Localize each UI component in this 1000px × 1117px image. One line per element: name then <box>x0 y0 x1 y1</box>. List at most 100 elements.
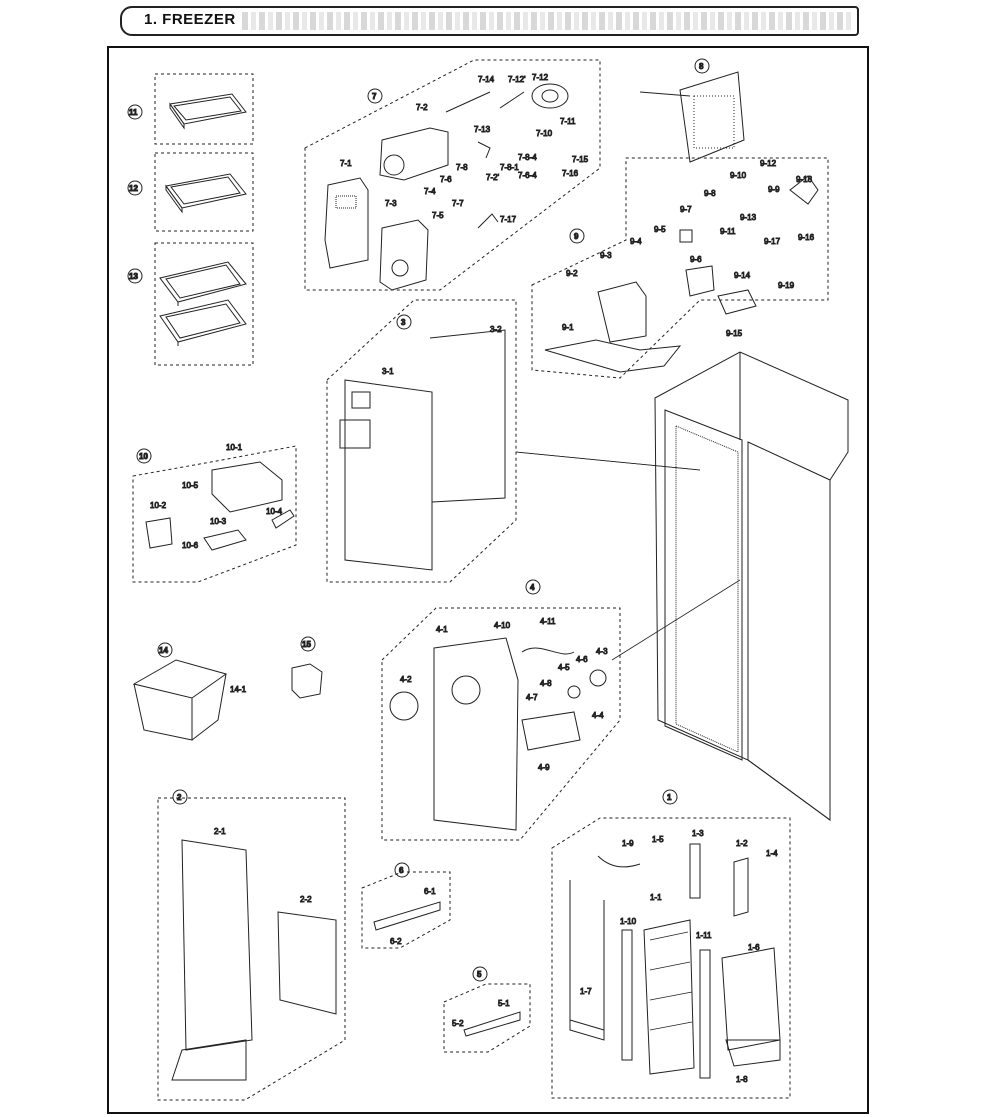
part-9-4-label: 9-4 <box>630 237 642 246</box>
part-7-3-label: 7-3 <box>385 199 397 208</box>
part-7-10-label: 7-10 <box>536 129 553 138</box>
part-4-9-label: 4-9 <box>538 763 550 772</box>
part-1-8-label: 1-8 <box>736 1075 748 1084</box>
part-7-7-label: 7-7 <box>452 199 464 208</box>
part-9-13-label: 9-13 <box>740 213 757 222</box>
section-title: 1. FREEZER <box>144 11 236 28</box>
part-4-10-label: 4-10 <box>494 621 511 630</box>
part-9-10-label: 9-10 <box>730 171 747 180</box>
group-11-shelf: 11 <box>127 73 254 145</box>
diagram-frame <box>107 46 869 1114</box>
part-1-10-label: 1-10 <box>620 917 637 926</box>
group-1-evaporator: 1 1-1 1-2 1-3 1-4 1-5 1-6 1-7 1-8 1-9 1-… <box>551 789 791 1099</box>
part-3-1-label: 3-1 <box>382 367 394 376</box>
part-9-6-label: 9-6 <box>690 255 702 264</box>
group-13-label: 13 <box>129 272 138 281</box>
group-9-fan-housing: 9 9-1 9-2 9-3 9-4 9-5 9-6 9-7 9-8 9-9 9-… <box>531 157 829 379</box>
part-5-2-label: 5-2 <box>452 1019 464 1028</box>
part-9-19-label: 9-19 <box>778 281 795 290</box>
group-2-duct: 2 2-1 2-2 <box>157 789 346 1101</box>
part-14-1-label: 14-1 <box>230 685 247 694</box>
part-1-6-label: 1-6 <box>748 943 760 952</box>
part-9-14-label: 9-14 <box>734 271 751 280</box>
group-14-bin: 14 14-1 <box>132 642 247 741</box>
part-4-2-label: 4-2 <box>400 675 412 684</box>
part-7-11-label: 7-11 <box>560 117 576 126</box>
part-7-13-label: 7-13 <box>474 125 491 134</box>
group-7-label: 7 <box>372 92 377 101</box>
part-9-16-label: 9-16 <box>798 233 815 242</box>
part-7-5-label: 7-5 <box>432 211 444 220</box>
part-10-4-label: 10-4 <box>266 507 283 516</box>
group-5-label: 5 <box>477 970 482 979</box>
part-7-14-label: 7-14 <box>478 75 495 84</box>
group-4-evaporator-cover: 4 4-1 4-2 4-3 4-4 4-5 4-6 4-7 4-8 4-9 4-… <box>381 579 621 841</box>
part-7-6-label: 7-6 <box>440 175 452 184</box>
group-8-panel: 8 <box>639 58 745 163</box>
refrigerator-cabinet <box>515 351 849 821</box>
part-5-1-label: 5-1 <box>498 999 510 1008</box>
part-7-8-label: 7-8 <box>456 163 468 172</box>
part-4-8-label: 4-8 <box>540 679 552 688</box>
section-header: 1. FREEZER <box>120 6 859 36</box>
part-2-1-label: 2-1 <box>214 827 226 836</box>
part-1-9-label: 1-9 <box>622 839 634 848</box>
part-9-3-label: 9-3 <box>600 251 612 260</box>
group-5-part: 5 5-1 5-2 <box>443 966 531 1053</box>
group-15-label: 15 <box>302 640 311 649</box>
part-9-12-label: 9-12 <box>760 159 777 168</box>
part-7-15-label: 7-15 <box>572 155 589 164</box>
part-10-6-label: 10-6 <box>182 541 199 550</box>
part-2-2-label: 2-2 <box>300 895 312 904</box>
group-14-label: 14 <box>159 646 168 655</box>
part-9-5-label: 9-5 <box>654 225 666 234</box>
group-2-label: 2 <box>177 793 182 802</box>
group-3-control-box: 3 3-1 3-2 <box>326 299 701 583</box>
part-7-12-label: 7-12 <box>532 73 549 82</box>
part-7-8-1-label: 7-8-1 <box>500 163 519 172</box>
part-7-4-label: 7-4 <box>424 187 436 196</box>
part-4-7-label: 4-7 <box>526 693 538 702</box>
part-4-3-label: 4-3 <box>596 647 608 656</box>
part-1-7-label: 1-7 <box>580 987 592 996</box>
group-15-part: 15 <box>291 636 323 699</box>
header-shading <box>242 12 851 30</box>
part-9-7-label: 9-7 <box>680 205 692 214</box>
part-4-4-label: 4-4 <box>592 711 604 720</box>
part-9-17-label: 9-17 <box>764 237 781 246</box>
part-7-6-4-label: 7-6-4 <box>518 171 537 180</box>
part-7-2-label: 7-2 <box>416 103 428 112</box>
part-4-5-label: 4-5 <box>558 663 570 672</box>
part-7-2b-label: 7-2' <box>486 173 500 182</box>
part-9-9-label: 9-9 <box>768 185 780 194</box>
part-1-11-label: 1-11 <box>696 931 712 940</box>
part-1-3-label: 1-3 <box>692 829 704 838</box>
part-1-5-label: 1-5 <box>652 835 664 844</box>
part-1-2-label: 1-2 <box>736 839 748 848</box>
group-12-shelf: 12 <box>127 152 254 232</box>
part-4-1-label: 4-1 <box>436 625 448 634</box>
group-3-label: 3 <box>401 318 406 327</box>
part-1-4-label: 1-4 <box>766 849 778 858</box>
part-10-2-label: 10-2 <box>150 501 167 510</box>
group-11-label: 11 <box>129 108 138 117</box>
part-7-8-4-label: 7-8-4 <box>518 153 537 162</box>
group-10-label: 10 <box>139 452 148 461</box>
part-1-1-label: 1-1 <box>650 893 662 902</box>
part-6-1-label: 6-1 <box>424 887 436 896</box>
group-9-label: 9 <box>574 232 579 241</box>
part-6-2-label: 6-2 <box>390 937 402 946</box>
part-9-15-label: 9-15 <box>726 329 743 338</box>
part-9-11-label: 9-11 <box>720 227 736 236</box>
part-10-3-label: 10-3 <box>210 517 227 526</box>
part-9-8-label: 9-8 <box>704 189 716 198</box>
group-10-assembly: 10 10-1 10-2 10-3 10-4 10-5 10-6 <box>132 443 297 583</box>
group-1-label: 1 <box>667 793 672 802</box>
group-6-label: 6 <box>399 866 404 875</box>
part-9-2-label: 9-2 <box>566 269 578 278</box>
group-12-label: 12 <box>129 184 138 193</box>
group-8-label: 8 <box>699 62 704 71</box>
group-7-icemaker: 7 7-1 7-2 7-3 7-14 7-12' 7-12 7-13 7-10 … <box>304 59 601 291</box>
part-7-1-label: 7-1 <box>340 159 352 168</box>
